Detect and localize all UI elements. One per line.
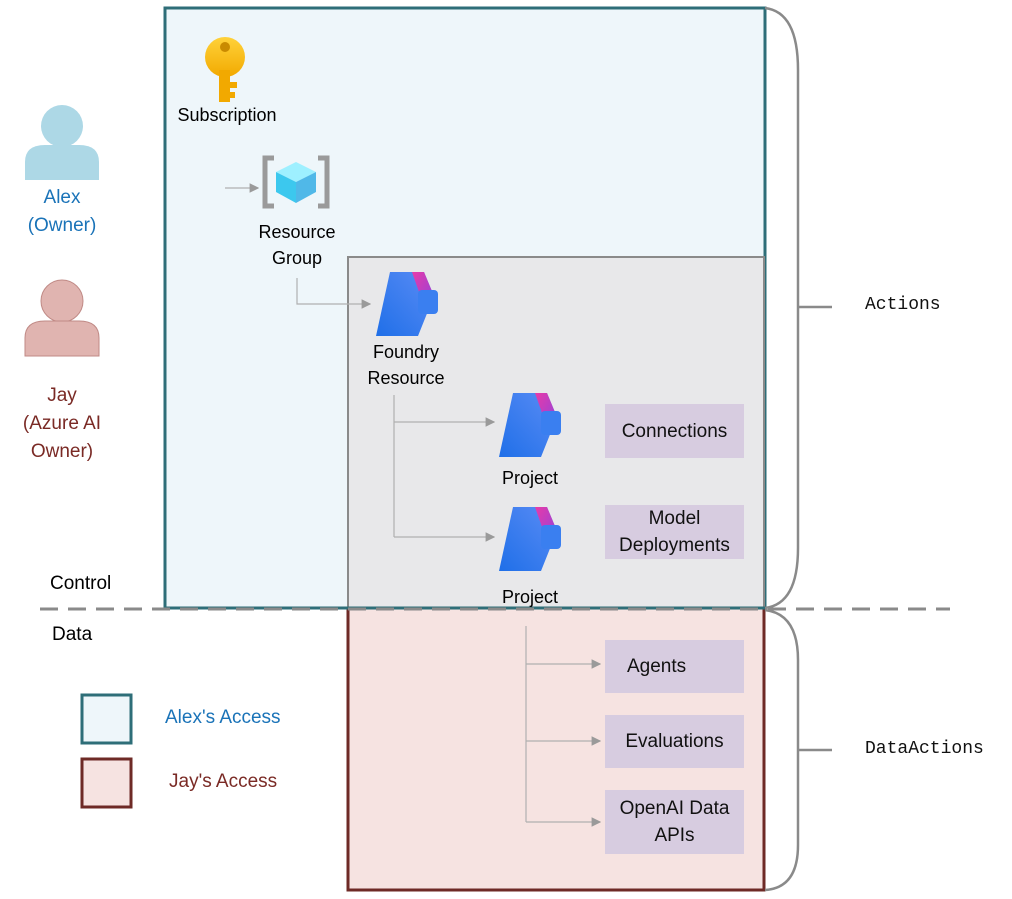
legend-alex-label: Alex's Access (165, 707, 281, 728)
actions-label: Actions (865, 295, 941, 315)
key-icon (205, 37, 245, 102)
dataactions-label: DataActions (865, 739, 984, 759)
foundry-icon (499, 393, 561, 457)
agents-box: Agents (605, 640, 744, 693)
data-plane-label: Data (52, 624, 93, 645)
alex-label: Alex (Owner) (27, 187, 97, 236)
jay-label: Jay (Azure AI Owner) (22, 385, 102, 462)
project-label: Project (501, 468, 559, 488)
project-label: Project (501, 587, 559, 607)
person-icon (25, 105, 99, 180)
actions-bracket (764, 6, 800, 610)
model-deployments-box: Model Deployments (605, 505, 744, 559)
person-icon (24, 279, 100, 357)
openai-data-apis-box: OpenAI Data APIs (605, 790, 744, 854)
foundry-resource-label: Foundry Resource (367, 342, 445, 388)
connectors (225, 183, 602, 827)
subscription-label: Subscription (177, 105, 277, 125)
foundry-icon (499, 507, 561, 571)
evaluations-box: Evaluations (605, 715, 744, 768)
resource-group-label: Resource Group (258, 222, 336, 268)
legend-swatch-alex (80, 693, 133, 745)
resource-group-icon (262, 155, 330, 209)
dataactions-bracket (764, 608, 800, 892)
control-plane-label: Control (50, 573, 112, 594)
legend-swatch-jay (80, 757, 133, 809)
connections-box: Connections (605, 404, 744, 458)
legend-jay-label: Jay's Access (169, 771, 278, 792)
foundry-icon (376, 272, 438, 336)
